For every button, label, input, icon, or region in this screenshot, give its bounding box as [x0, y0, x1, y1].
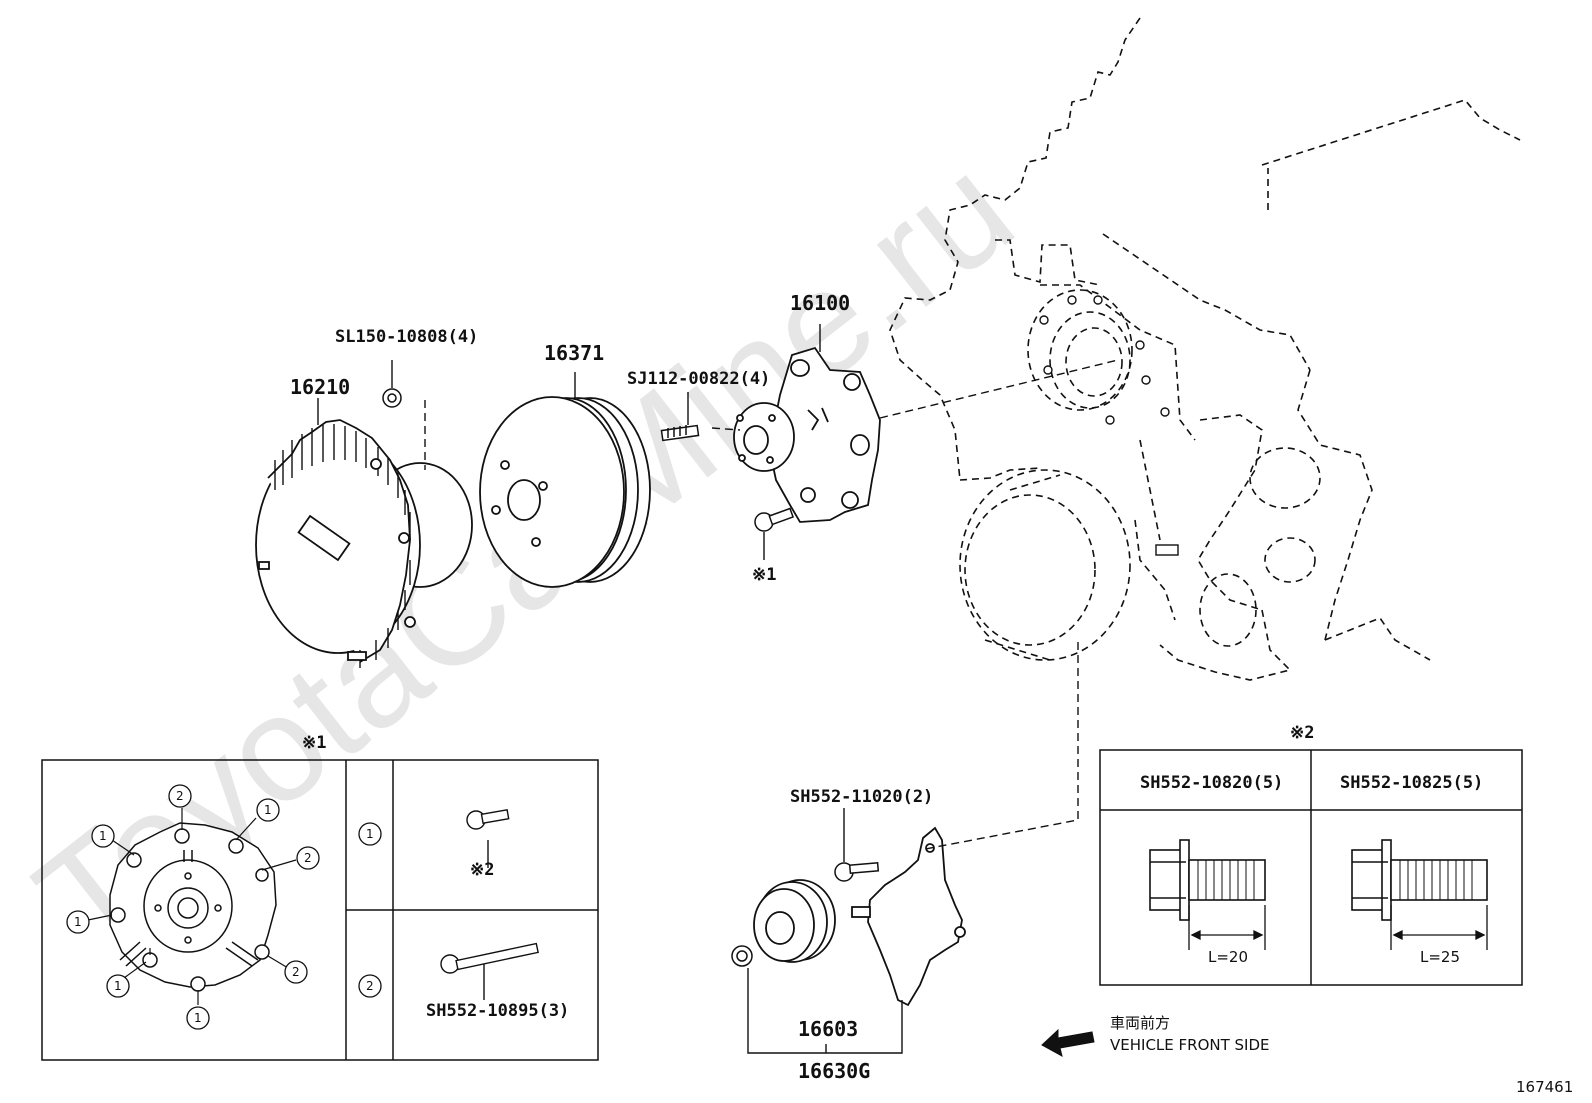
detail1-box: [41, 759, 599, 1061]
detail1-row-markers: [358, 822, 382, 998]
label-16630g: 16630G: [798, 1059, 870, 1083]
figure-id: 167461: [1516, 1078, 1573, 1096]
detail2-bolt-l20: [1149, 839, 1266, 921]
detail2-length-l25: L=25: [1420, 948, 1460, 966]
hole-marker-7: 1: [114, 979, 122, 993]
detail2-dim-l25: [1390, 905, 1488, 950]
bolt-ref1: [754, 507, 795, 532]
label-16603: 16603: [798, 1017, 858, 1041]
detail2-box: [1099, 749, 1523, 986]
nut-idler: [731, 945, 753, 967]
nut-sl150: [382, 388, 402, 408]
engine-block: [889, 17, 1521, 681]
direction-jp: 車両前方: [1110, 1014, 1170, 1032]
fan-clutch-16210: [255, 419, 473, 668]
pulley-16371: [479, 396, 651, 588]
stud-sj112: [660, 424, 700, 442]
detail2-dim-l20: [1188, 905, 1266, 950]
hole-marker-3: 1: [99, 829, 107, 843]
label-16371: 16371: [544, 341, 604, 365]
detail1-short-bolt: [466, 808, 510, 830]
detail2-title: ※2: [1290, 723, 1314, 743]
hole-marker-4: 2: [304, 851, 312, 865]
detail2-col1-header: SH552-10820(5): [1140, 773, 1283, 793]
row-marker-2: 2: [366, 979, 374, 993]
label-sh552-11020: SH552-11020(2): [790, 787, 933, 807]
row-marker-1: 1: [366, 827, 374, 841]
bolt-sh552-11020: [834, 861, 880, 882]
engine-bolt-holes: [1039, 295, 1170, 425]
hole-marker-5: 1: [74, 915, 82, 929]
detail1-hole-markers: [66, 784, 320, 1030]
detail2-bolt-l25: [1351, 839, 1488, 921]
hole-marker-6: 2: [292, 965, 300, 979]
idler-pulley-16603: [753, 879, 836, 963]
label-sj112-00822: SJ112-00822(4): [627, 369, 770, 389]
detail1-long-bolt: [440, 942, 539, 974]
detail2-col2-header: SH552-10825(5): [1340, 773, 1483, 793]
dashed-alignment-lines: [424, 359, 1119, 851]
detail1-pump-face: [109, 822, 277, 992]
label-sl150-10808: SL150-10808(4): [335, 327, 478, 347]
crank-pulley: [959, 469, 1131, 661]
hole-marker-1: 2: [176, 789, 184, 803]
detail1-ref2: ※2: [470, 860, 494, 880]
hole-marker-8: 1: [194, 1011, 202, 1025]
detail2-length-l20: L=20: [1208, 948, 1248, 966]
detail1-part-sh552-10895: SH552-10895(3): [426, 1001, 569, 1021]
detail1-title: ※1: [302, 733, 326, 753]
water-pump-16100: [733, 346, 881, 523]
direction-en: VEHICLE FRONT SIDE: [1110, 1036, 1270, 1054]
bracket: [851, 826, 966, 1007]
detail1-marker-leaders: [87, 808, 297, 1005]
label-16210: 16210: [290, 375, 350, 399]
hole-marker-2: 1: [264, 803, 272, 817]
engine-stud: [1155, 544, 1179, 556]
leader-lines: [317, 324, 903, 1054]
front-arrow-icon: [1041, 1028, 1095, 1057]
label-16100: 16100: [790, 291, 850, 315]
label-ref1-pump: ※1: [752, 565, 776, 585]
